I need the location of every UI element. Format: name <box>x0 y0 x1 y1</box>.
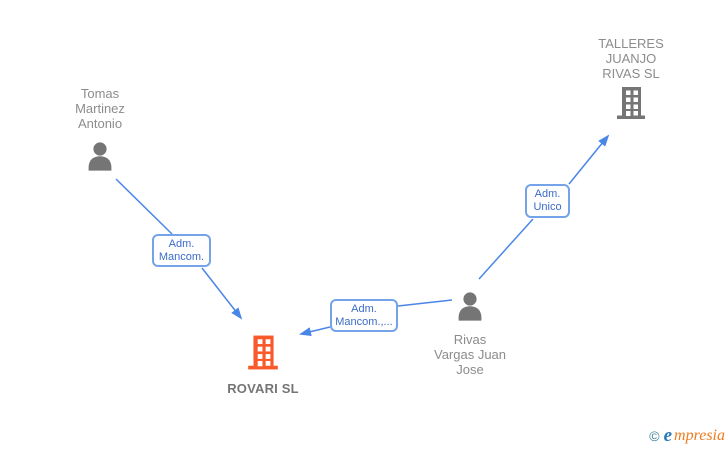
edge-line-tomas-to-label <box>115 178 173 235</box>
node-tomas-martinez-antonio[interactable]: Tomas Martinez Antonio <box>42 86 158 176</box>
edge-label-line: Mancom.,... <box>335 315 393 328</box>
building-icon <box>572 87 690 124</box>
empresia-brand-text: mpresia <box>674 427 725 444</box>
empresia-logo: © e mpresia <box>649 425 725 446</box>
person-icon <box>412 292 528 326</box>
node-label-highlighted: ROVARI SL <box>227 381 299 396</box>
node-label: TALLERES JUANJO RIVAS SL <box>572 36 690 81</box>
node-label-line: RIVAS SL <box>602 66 660 81</box>
edge-arrow-label-to-rovari-2 <box>299 326 331 337</box>
edge-arrow-label-to-rovari <box>201 267 243 320</box>
edge-label-adm-mancom-etc[interactable]: Adm. Mancom.,... <box>330 299 398 332</box>
edge-label-adm-mancom[interactable]: Adm. Mancom. <box>152 234 211 267</box>
node-label-line: TALLERES <box>598 36 664 51</box>
node-label-line: Vargas Juan <box>433 347 507 362</box>
edge-label-line: Unico <box>533 201 562 213</box>
node-label-line: Martinez <box>75 101 125 116</box>
copyright-icon: © <box>649 428 660 444</box>
building-icon-highlighted <box>205 335 321 375</box>
edge-arrow-label-to-talleres <box>568 134 610 185</box>
edge-label-line: Adm. <box>351 302 377 315</box>
node-label-line: JUANJO <box>605 51 657 66</box>
edge-label-line: Adm. <box>534 188 561 200</box>
node-label-line: Jose <box>456 362 484 377</box>
node-rivas-vargas-juan-jose[interactable]: Rivas Vargas Juan Jose <box>412 292 528 377</box>
node-rovari-sl[interactable]: ROVARI SL <box>205 335 321 396</box>
empresia-brand-initial: e <box>663 425 673 446</box>
node-label-line: Tomas <box>80 86 120 101</box>
edge-label-line: Mancom. <box>158 250 205 263</box>
node-label: Rivas Vargas Juan Jose <box>412 332 528 377</box>
node-label-line: Antonio <box>77 116 123 131</box>
edge-label-adm-unico[interactable]: Adm. Unico <box>525 184 570 218</box>
node-label-line: Rivas <box>453 332 487 347</box>
person-icon <box>42 142 158 176</box>
node-label: Tomas Martinez Antonio <box>42 86 158 131</box>
edge-line-rivas-to-label-2 <box>478 218 534 280</box>
node-talleres-juanjo-rivas-sl[interactable]: TALLERES JUANJO RIVAS SL <box>572 36 690 124</box>
edge-label-line: Adm. <box>168 237 195 250</box>
edge-line-rivas-to-label <box>397 299 453 307</box>
